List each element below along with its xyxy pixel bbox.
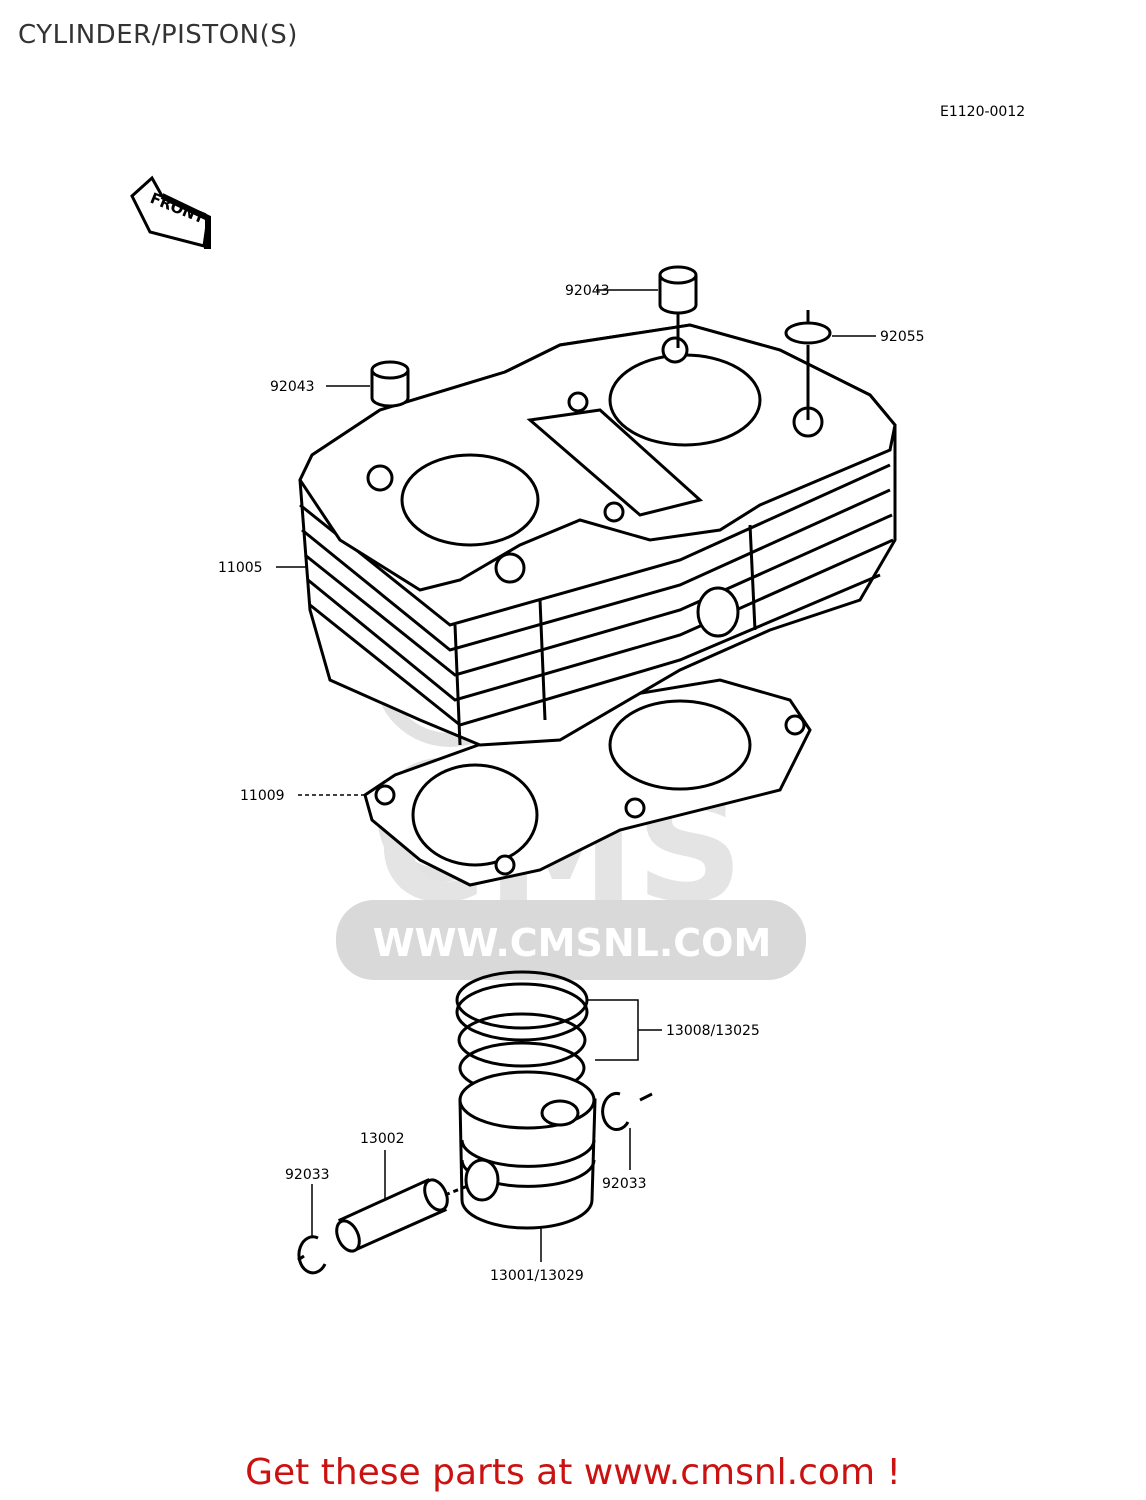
label-13008-13025: 13008/13025: [666, 1023, 760, 1039]
page-title: CYLINDER/PISTON(S): [18, 20, 298, 50]
piston: [458, 1070, 597, 1230]
label-13002: 13002: [360, 1131, 405, 1147]
piston-pin: [335, 1178, 471, 1253]
cta-link-text[interactable]: Get these parts at www.cmsnl.com !: [245, 1452, 901, 1493]
watermark-banner: [336, 900, 806, 980]
diagram-code: E1120-0012: [940, 104, 1026, 120]
dowel-pin-left: [370, 360, 410, 408]
label-92033-left: 92033: [285, 1167, 330, 1183]
label-13001-13029: 13001/13029: [490, 1268, 584, 1284]
watermark-url: WWW.CMSNL.COM: [373, 921, 772, 965]
base-gasket: [363, 678, 812, 887]
label-11009: 11009: [240, 788, 285, 804]
label-92033-right: 92033: [602, 1176, 647, 1192]
o-ring: [784, 310, 832, 420]
label-92043-top: 92043: [565, 283, 610, 299]
snap-ring-left: [297, 1235, 327, 1275]
leader-lines: [276, 289, 876, 1262]
dowel-pin-top: [658, 265, 698, 348]
snap-ring-right: [601, 1092, 653, 1131]
cooling-fins: [299, 463, 894, 746]
label-11005: 11005: [218, 560, 263, 576]
cylinder-block: [298, 323, 897, 747]
label-92043-left: 92043: [270, 379, 315, 395]
front-arrow-icon: FRONT: [130, 175, 211, 249]
label-92055: 92055: [880, 329, 925, 345]
